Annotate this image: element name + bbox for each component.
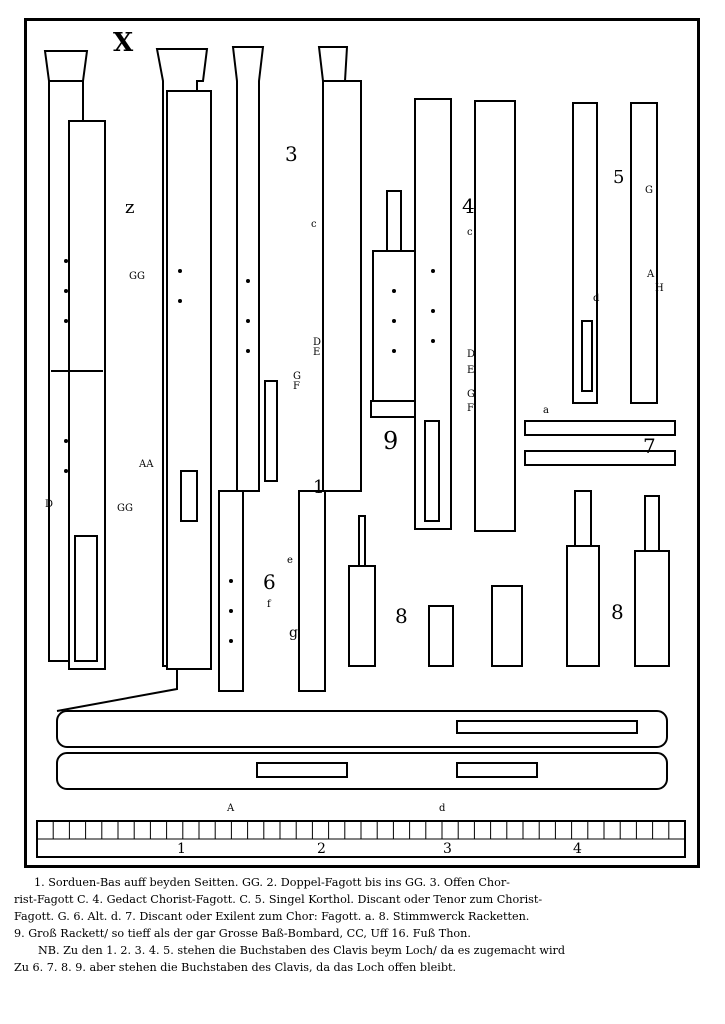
label-z: z — [125, 197, 134, 218]
key-a5: A — [646, 269, 655, 280]
key-e3: E — [313, 347, 320, 358]
ruler-label-2: 2 — [317, 841, 326, 857]
key-d3: D — [313, 337, 321, 348]
key-f6: f — [267, 599, 272, 610]
alt-fagott-illustration — [218, 490, 326, 692]
label-4: 4 — [462, 194, 475, 218]
label-3: 3 — [285, 142, 298, 166]
instrument-illustration: X 3 4 5 6 7 8 9 1 8 z GG D GG AA c D E G… — [36, 28, 686, 858]
label-8: 8 — [395, 604, 408, 628]
key-c4: c — [467, 227, 473, 238]
key-a-bottom: A — [226, 803, 235, 814]
caption-line: Fagott. G. 6. Alt. d. 7. Discant oder Ex… — [14, 910, 530, 923]
label-7: 7 — [643, 434, 656, 458]
key-g6: g — [289, 625, 298, 641]
label-1: 1 — [313, 477, 324, 498]
key-e4: E — [467, 365, 474, 376]
key-d5: d — [593, 293, 600, 304]
key-d: D — [45, 499, 53, 510]
key-a7: a — [543, 405, 549, 416]
caption-line: 1. Sorduen-Bas auff beyden Seitten. GG. … — [34, 876, 510, 889]
label-9: 9 — [383, 427, 398, 455]
key-gg1: GG — [117, 503, 133, 514]
racketts-illustration — [348, 490, 670, 667]
caption-line: 9. Groß Rackett/ so tieff als der gar Gr… — [14, 927, 471, 940]
key-gg: GG — [129, 271, 145, 282]
gross-rackett-illustration — [56, 710, 668, 790]
key-aa: AA — [138, 459, 154, 470]
ruler-label-1: 1 — [177, 841, 186, 857]
key-f3: F — [293, 381, 300, 392]
discant-tenor-illustration — [572, 102, 658, 404]
gedact-chorist-fagott-illustration — [414, 98, 516, 532]
key-h5: H — [655, 283, 664, 294]
key-e6: e — [287, 555, 293, 566]
open-chorist-fagott-illustration — [231, 46, 362, 492]
caption-line: NB. Zu den 1. 2. 3. 4. 5. stehen die Buc… — [38, 944, 566, 957]
korthol-illustration — [370, 190, 418, 418]
ruler-label-3: 3 — [443, 841, 452, 857]
sordune-bass-illustration — [43, 50, 106, 670]
ruler-label-4: 4 — [573, 841, 582, 857]
label-6: 6 — [263, 570, 276, 594]
label-8b: 8 — [611, 600, 624, 624]
caption-line: Zu 6. 7. 8. 9. aber stehen die Buchstabe… — [14, 961, 457, 974]
engraving-plate: X 3 4 5 6 7 8 9 1 8 z GG D GG AA c D E G… — [24, 18, 700, 868]
doppel-fagott-illustration — [56, 48, 212, 712]
key-g3: G — [293, 371, 301, 382]
key-g5: G — [645, 185, 653, 196]
key-c3: c — [311, 219, 317, 230]
key-d-bottom: d — [439, 803, 446, 814]
label-5: 5 — [613, 167, 624, 188]
plate-number: X — [113, 28, 134, 58]
key-g4: G — [467, 389, 475, 400]
caption-line: rist-Fagott C. 4. Gedact Chorist-Fagott.… — [14, 893, 543, 906]
exilent-fagott-illustration — [524, 420, 676, 466]
key-d4: D — [467, 349, 475, 360]
key-f4: F — [467, 403, 474, 414]
plate-caption: 1. Sorduen-Bas auff beyden Seitten. GG. … — [14, 874, 714, 976]
